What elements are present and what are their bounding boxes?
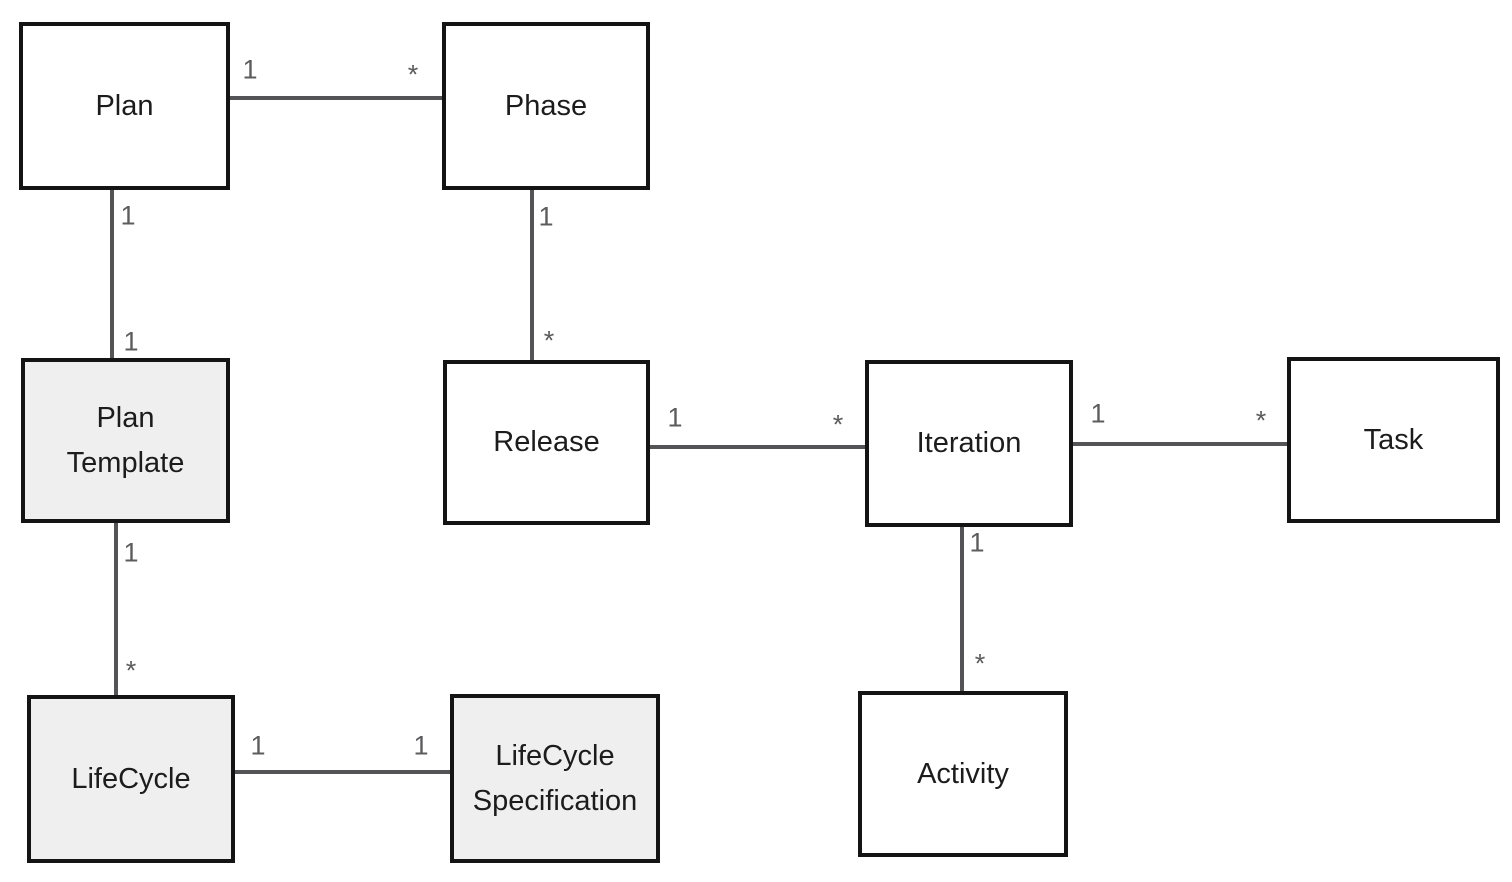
node-label-iteration: Iteration bbox=[916, 427, 1022, 460]
multiplicity-label-plan-phase-0: 1 bbox=[242, 54, 258, 85]
node-label-phase: Phase bbox=[504, 89, 588, 122]
multiplicity-label-release-iteration-0: 1 bbox=[667, 402, 683, 433]
multiplicity-label-iteration-task-1: * bbox=[1255, 405, 1267, 436]
multiplicity-label-plan-phase-1: * bbox=[407, 59, 419, 90]
node-task[interactable]: Task bbox=[1287, 357, 1500, 523]
node-label-release: Release bbox=[493, 426, 600, 459]
multiplicity-label-lifecycle-lifecycle-specification-0: 1 bbox=[250, 730, 266, 761]
node-label-task: Task bbox=[1363, 423, 1424, 456]
edge-phase-release bbox=[530, 190, 534, 360]
edge-iteration-task bbox=[1073, 442, 1287, 446]
edge-release-iteration bbox=[650, 445, 865, 449]
node-label-lifecycle-specification: LifeCycle Specification bbox=[472, 739, 638, 817]
node-lifecycle-specification[interactable]: LifeCycle Specification bbox=[450, 694, 660, 863]
edge-plan-plan-template bbox=[110, 190, 114, 358]
node-label-plan-template: Plan Template bbox=[66, 401, 185, 479]
multiplicity-label-release-iteration-1: * bbox=[832, 409, 844, 440]
edge-iteration-activity bbox=[960, 527, 964, 691]
multiplicity-label-plan-template-lifecycle-1: * bbox=[125, 655, 137, 686]
multiplicity-label-plan-plan-template-0: 1 bbox=[120, 200, 136, 231]
node-release[interactable]: Release bbox=[443, 360, 650, 525]
multiplicity-label-iteration-activity-1: * bbox=[974, 648, 986, 679]
node-iteration[interactable]: Iteration bbox=[865, 360, 1073, 527]
node-label-activity: Activity bbox=[917, 757, 1009, 790]
node-label-lifecycle: LifeCycle bbox=[71, 762, 191, 795]
multiplicity-label-iteration-activity-0: 1 bbox=[969, 527, 985, 558]
multiplicity-label-iteration-task-0: 1 bbox=[1090, 398, 1106, 429]
edge-plan-phase bbox=[230, 96, 442, 100]
edge-lifecycle-lifecycle-specification bbox=[235, 770, 450, 774]
node-activity[interactable]: Activity bbox=[858, 691, 1068, 857]
edge-plan-template-lifecycle bbox=[114, 523, 118, 695]
multiplicity-label-plan-template-lifecycle-0: 1 bbox=[123, 537, 139, 568]
multiplicity-label-plan-plan-template-1: 1 bbox=[123, 326, 139, 357]
node-phase[interactable]: Phase bbox=[442, 22, 650, 190]
multiplicity-label-phase-release-1: * bbox=[543, 325, 555, 356]
multiplicity-label-phase-release-0: 1 bbox=[538, 201, 554, 232]
node-lifecycle[interactable]: LifeCycle bbox=[27, 695, 235, 863]
node-plan-template[interactable]: Plan Template bbox=[21, 358, 230, 523]
node-label-plan: Plan bbox=[95, 89, 154, 122]
node-plan[interactable]: Plan bbox=[19, 22, 230, 190]
multiplicity-label-lifecycle-lifecycle-specification-1: 1 bbox=[413, 730, 429, 761]
